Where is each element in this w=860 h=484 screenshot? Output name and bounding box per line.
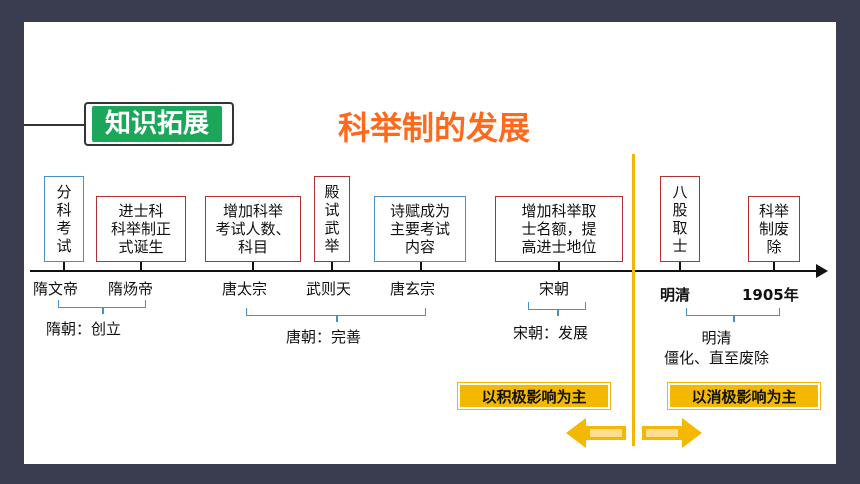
event-box-ming-qing: 八 股 取 士 <box>660 176 700 262</box>
event-box-song: 增加科举取 士名额，提 高进士地位 <box>495 196 623 262</box>
tick-tang-taizong <box>252 262 254 272</box>
timeline-axis <box>30 270 820 272</box>
timeline-arrowhead <box>816 264 828 278</box>
timeline-label-ming-qing: 明清 <box>660 286 691 304</box>
tick-tang-xuanzong <box>420 262 422 272</box>
tick-ming-qing <box>679 262 681 272</box>
timeline-label-sui-yangdi: 隋炀帝 <box>108 280 154 298</box>
event-box-tang-xuanzong: 诗赋成为 主要考试 内容 <box>374 196 466 262</box>
tag-positive-influence: 以积极影响为主 <box>457 382 611 410</box>
bracket-sui <box>58 300 146 314</box>
event-box-tang-taizong: 增加科举 考试人数、 科目 <box>205 196 301 262</box>
tick-wu-zetian <box>331 262 333 272</box>
tag-negative-influence: 以消极影响为主 <box>667 382 821 410</box>
slide: 知识拓展 科举制的发展 分 科 考 试 进士科 科举制正 式诞生 增加科举 考试… <box>24 22 836 464</box>
event-box-wu-zetian: 殿 试 武 举 <box>314 176 350 262</box>
tick-1905 <box>773 262 775 272</box>
badge-connector-line <box>24 124 84 126</box>
arrow-left-icon <box>566 418 626 448</box>
event-box-sui-wendi: 分 科 考 试 <box>44 176 84 262</box>
timeline-label-1905: 1905年 <box>742 286 799 304</box>
tick-sui-wendi <box>63 262 65 272</box>
timeline-label-song: 宋朝 <box>539 280 570 298</box>
bracket-ming-qing <box>686 308 780 322</box>
event-box-sui-yangdi: 进士科 科举制正 式诞生 <box>96 196 186 262</box>
divider-line <box>632 154 635 446</box>
period-label-ming-qing: 明清 僵化、直至废除 <box>664 329 770 367</box>
bracket-song <box>528 302 586 316</box>
section-badge: 知识拓展 <box>92 106 222 142</box>
timeline-label-sui-wendi: 隋文帝 <box>33 280 79 298</box>
timeline-label-tang-taizong: 唐太宗 <box>222 280 268 298</box>
event-box-1905: 科举 制废 除 <box>748 196 800 262</box>
tick-song <box>558 262 560 272</box>
period-label-tang: 唐朝：完善 <box>286 328 362 346</box>
timeline-label-wu-zetian: 武则天 <box>306 280 352 298</box>
bracket-tang <box>246 308 426 322</box>
arrow-right-icon <box>642 418 702 448</box>
timeline-label-tang-xuanzong: 唐玄宗 <box>390 280 436 298</box>
period-label-sui: 隋朝：创立 <box>46 320 122 338</box>
page-title: 科举制的发展 <box>337 109 530 147</box>
period-label-song: 宋朝：发展 <box>513 324 589 342</box>
tick-sui-yangdi <box>140 262 142 272</box>
